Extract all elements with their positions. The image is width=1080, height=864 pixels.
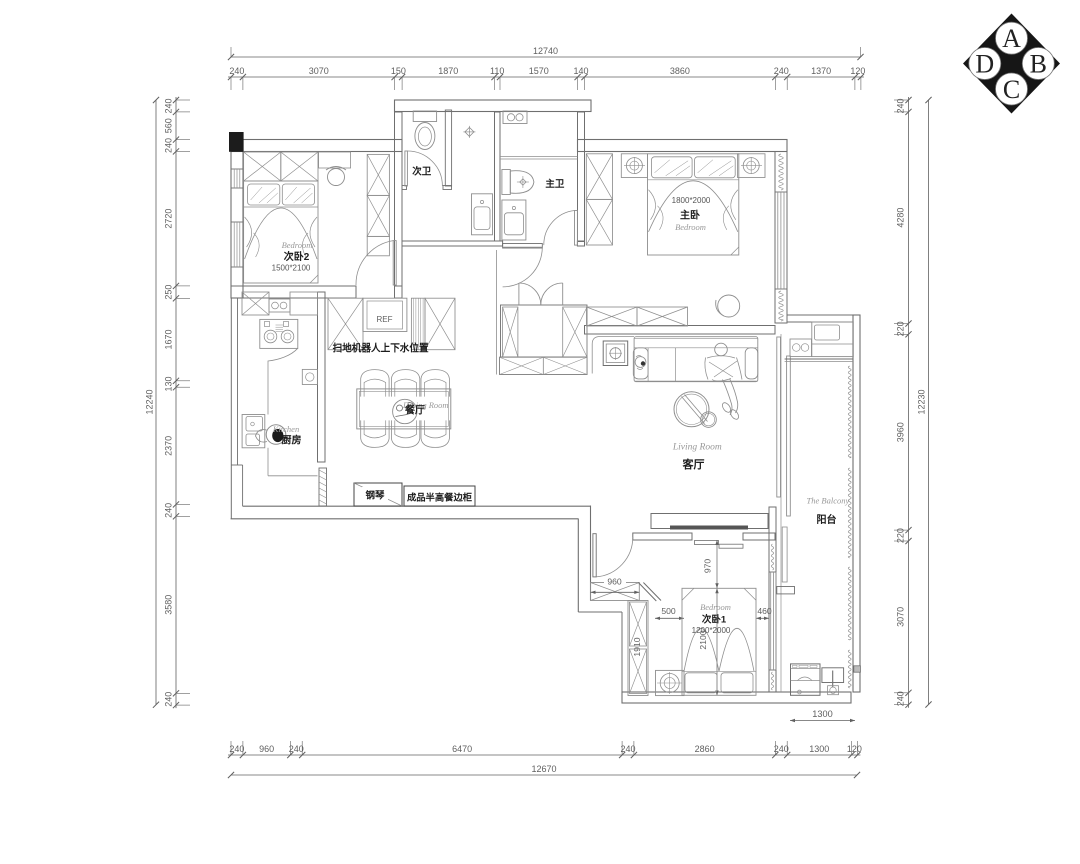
- svg-text:客厅: 客厅: [682, 457, 705, 471]
- svg-text:3860: 3860: [670, 66, 690, 76]
- svg-text:3070: 3070: [896, 607, 906, 627]
- svg-text:220: 220: [896, 528, 906, 543]
- svg-text:460: 460: [757, 606, 772, 616]
- svg-text:扫地机器人上下水位置: 扫地机器人上下水位置: [333, 342, 429, 355]
- svg-text:1370: 1370: [811, 66, 831, 76]
- svg-text:钢琴: 钢琴: [365, 490, 385, 502]
- svg-text:主卧: 主卧: [680, 209, 700, 222]
- svg-text:110: 110: [490, 66, 504, 76]
- svg-text:Bedroom: Bedroom: [700, 602, 731, 612]
- svg-text:3580: 3580: [164, 595, 174, 615]
- svg-text:成品半高餐边柜: 成品半高餐边柜: [407, 492, 473, 503]
- svg-text:240: 240: [164, 503, 174, 518]
- svg-text:Bedroom: Bedroom: [282, 240, 313, 250]
- svg-text:12670: 12670: [531, 764, 556, 774]
- svg-text:Kitchen: Kitchen: [272, 424, 299, 434]
- svg-text:阳台: 阳台: [817, 513, 837, 526]
- svg-text:6470: 6470: [452, 744, 472, 754]
- svg-text:餐厅: 餐厅: [404, 404, 425, 417]
- svg-text:1910: 1910: [632, 637, 642, 656]
- svg-text:240: 240: [774, 66, 789, 76]
- svg-text:1800*2000: 1800*2000: [672, 196, 711, 205]
- svg-text:240: 240: [895, 98, 905, 113]
- svg-text:220: 220: [895, 321, 905, 336]
- svg-text:2860: 2860: [695, 744, 715, 754]
- svg-text:1570: 1570: [529, 66, 549, 76]
- svg-text:240: 240: [229, 744, 244, 754]
- svg-text:D: D: [975, 50, 994, 79]
- svg-text:960: 960: [259, 744, 274, 754]
- svg-text:3070: 3070: [309, 66, 329, 76]
- svg-text:240: 240: [289, 744, 304, 754]
- svg-text:140: 140: [573, 66, 588, 76]
- svg-text:120: 120: [847, 744, 862, 754]
- svg-text:240: 240: [164, 138, 174, 153]
- svg-text:12740: 12740: [533, 46, 558, 56]
- svg-text:12230: 12230: [917, 389, 927, 414]
- svg-text:150: 150: [391, 66, 406, 76]
- svg-text:The Balcony: The Balcony: [807, 496, 850, 506]
- svg-text:240: 240: [163, 692, 173, 707]
- svg-text:560: 560: [163, 118, 173, 133]
- svg-text:240: 240: [229, 66, 244, 76]
- svg-text:1300: 1300: [812, 709, 832, 719]
- svg-text:Bedroom: Bedroom: [675, 222, 706, 232]
- svg-text:250: 250: [164, 285, 174, 300]
- svg-text:B: B: [1030, 50, 1047, 79]
- svg-text:次卧1: 次卧1: [702, 614, 727, 626]
- svg-text:500: 500: [661, 606, 676, 616]
- svg-text:Dining Room: Dining Room: [402, 400, 449, 410]
- svg-text:240: 240: [774, 744, 789, 754]
- svg-text:240: 240: [895, 691, 905, 706]
- svg-text:240: 240: [620, 744, 635, 754]
- svg-text:2370: 2370: [163, 436, 173, 456]
- svg-text:3960: 3960: [895, 422, 905, 442]
- svg-text:1200*2000: 1200*2000: [692, 626, 731, 635]
- svg-text:120: 120: [850, 66, 865, 76]
- svg-text:2100: 2100: [698, 630, 708, 649]
- svg-text:1300: 1300: [809, 744, 829, 754]
- svg-text:12240: 12240: [145, 389, 155, 414]
- svg-text:1670: 1670: [163, 330, 173, 350]
- svg-text:130: 130: [163, 377, 173, 392]
- svg-text:2720: 2720: [164, 209, 174, 229]
- svg-text:厨房: 厨房: [282, 434, 302, 447]
- svg-text:C: C: [1003, 75, 1020, 104]
- svg-text:A: A: [1002, 24, 1021, 53]
- svg-text:主卫: 主卫: [545, 178, 565, 190]
- svg-text:次卧2: 次卧2: [284, 250, 310, 263]
- svg-text:970: 970: [703, 559, 713, 574]
- svg-text:REF: REF: [377, 315, 393, 324]
- svg-text:Living Room: Living Room: [672, 443, 722, 453]
- svg-text:240: 240: [163, 98, 173, 113]
- svg-text:1500*2100: 1500*2100: [272, 264, 311, 273]
- svg-text:4280: 4280: [896, 208, 906, 228]
- svg-text:1870: 1870: [438, 66, 458, 76]
- svg-text:960: 960: [607, 577, 622, 587]
- svg-text:次卫: 次卫: [412, 166, 432, 178]
